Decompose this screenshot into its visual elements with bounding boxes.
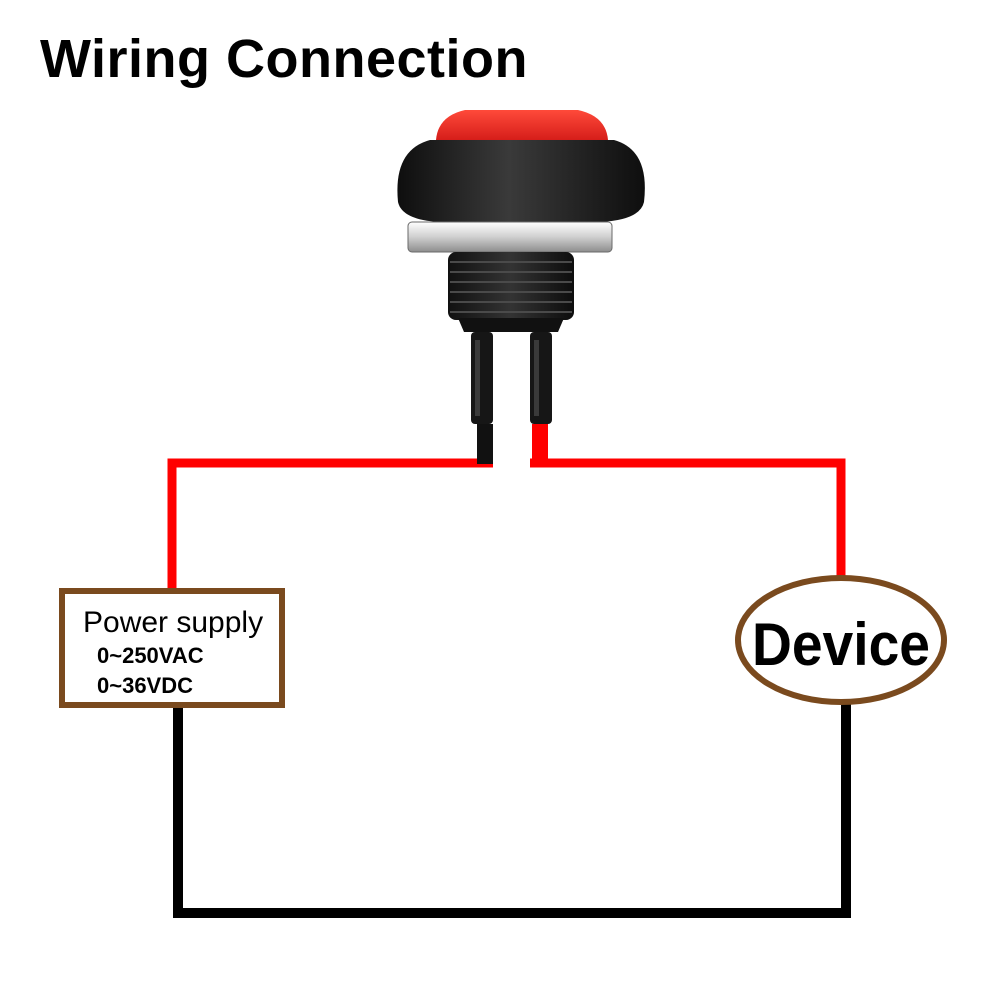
black-return-wire <box>173 702 851 918</box>
power-supply-title: Power supply <box>83 606 264 639</box>
power-supply-ac-range: 0~250VAC <box>97 643 204 668</box>
right-red-wire <box>530 458 846 576</box>
diagram-title: Wiring Connection <box>40 29 528 89</box>
power-supply-dc-range: 0~36VDC <box>97 673 194 698</box>
device-ellipse <box>735 575 947 705</box>
left-red-wire <box>167 458 493 588</box>
device-label: Device <box>751 610 930 678</box>
power-supply-box: Power supply 0~250VAC 0~36VDC <box>59 588 285 708</box>
push-button-switch-icon <box>397 110 645 464</box>
